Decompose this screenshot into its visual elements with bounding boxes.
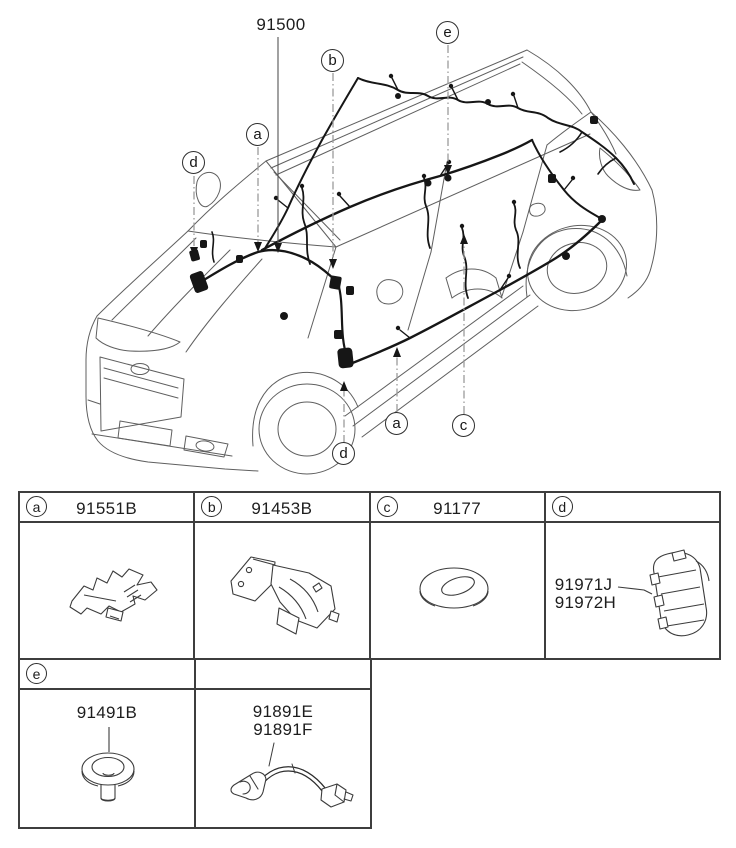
- parts-table-row2: e 91491B 91891E 91891F: [18, 660, 372, 829]
- parts-table-row1: a 91551B b 91453B: [18, 491, 721, 660]
- part-number-b: 91453B: [251, 499, 313, 518]
- ref-circle-d: d: [551, 496, 573, 517]
- protector-thumbnail: [230, 556, 340, 635]
- part-number-a: 91551B: [76, 499, 138, 518]
- part-wire-labels: 91891E 91891F: [196, 703, 370, 739]
- callout-leader-lines: [193, 37, 465, 443]
- part-cell-a-body: [20, 523, 193, 658]
- part-cell-c-body: [371, 523, 544, 658]
- part-d-labels: 91971J 91972H: [555, 576, 616, 612]
- ref-circle-a: a: [26, 496, 47, 517]
- callout-a-top: a: [246, 123, 269, 146]
- part-cell-b-header: b 91453B: [195, 493, 369, 523]
- part-cell-e: e 91491B: [20, 660, 196, 827]
- part-cell-b-body: [195, 523, 368, 658]
- grommet-thumbnail: [418, 567, 489, 609]
- floor-harness-lines: [197, 77, 635, 366]
- part-number-d1: 91971J: [554, 575, 613, 594]
- part-cell-a-header: a 91551B: [20, 493, 194, 523]
- part-cell-wire: 91891E 91891F: [196, 660, 370, 827]
- part-cell-b: b 91453B: [195, 493, 371, 658]
- wire-assembly-thumbnail: [230, 742, 354, 808]
- connector-module-thumbnail: [617, 549, 710, 637]
- part-cell-e-body: 91491B: [20, 690, 194, 827]
- part-cell-d-body: 91971J 91972H: [546, 523, 719, 658]
- car-line-art: [85, 37, 658, 475]
- part-cell-e-header: e: [20, 660, 194, 690]
- part-e-label: 91491B: [76, 703, 138, 722]
- part-cell-wire-header: [196, 660, 370, 690]
- part-number-d2: 91972H: [554, 593, 617, 612]
- wiring-location-diagram: 91500 d a b e d a c: [85, 15, 658, 475]
- callout-d-bottom: d: [332, 442, 355, 465]
- harness-connectors: [189, 73, 606, 369]
- bracket-thumbnail: [69, 568, 158, 622]
- part-cell-c: c 91177: [370, 493, 546, 658]
- ref-circle-b: b: [201, 496, 223, 517]
- part-cell-d-header: d: [545, 493, 719, 523]
- main-harness-part-label: 91500: [256, 15, 306, 34]
- part-cell-d: d 91971J 91972H: [545, 493, 719, 658]
- part-number-c: 91177: [433, 499, 482, 518]
- callout-d-top: d: [182, 151, 205, 174]
- plug-grommet-thumbnail: [81, 727, 135, 802]
- car-body-outline: [85, 49, 658, 475]
- callout-c-bottom: c: [452, 414, 475, 437]
- callout-b-top: b: [321, 49, 344, 72]
- ref-circle-c: c: [376, 496, 398, 517]
- part-cell-wire-body: 91891E 91891F: [196, 690, 370, 827]
- part-number-wire1: 91891E: [252, 702, 314, 721]
- callout-a-bottom: a: [385, 412, 408, 435]
- part-number-wire2: 91891F: [253, 720, 313, 739]
- ref-circle-e: e: [26, 663, 47, 684]
- callout-e-top: e: [436, 21, 459, 44]
- leader-arrows: [190, 165, 468, 391]
- part-cell-c-header: c 91177: [370, 493, 544, 523]
- part-cell-a: a 91551B: [20, 493, 196, 658]
